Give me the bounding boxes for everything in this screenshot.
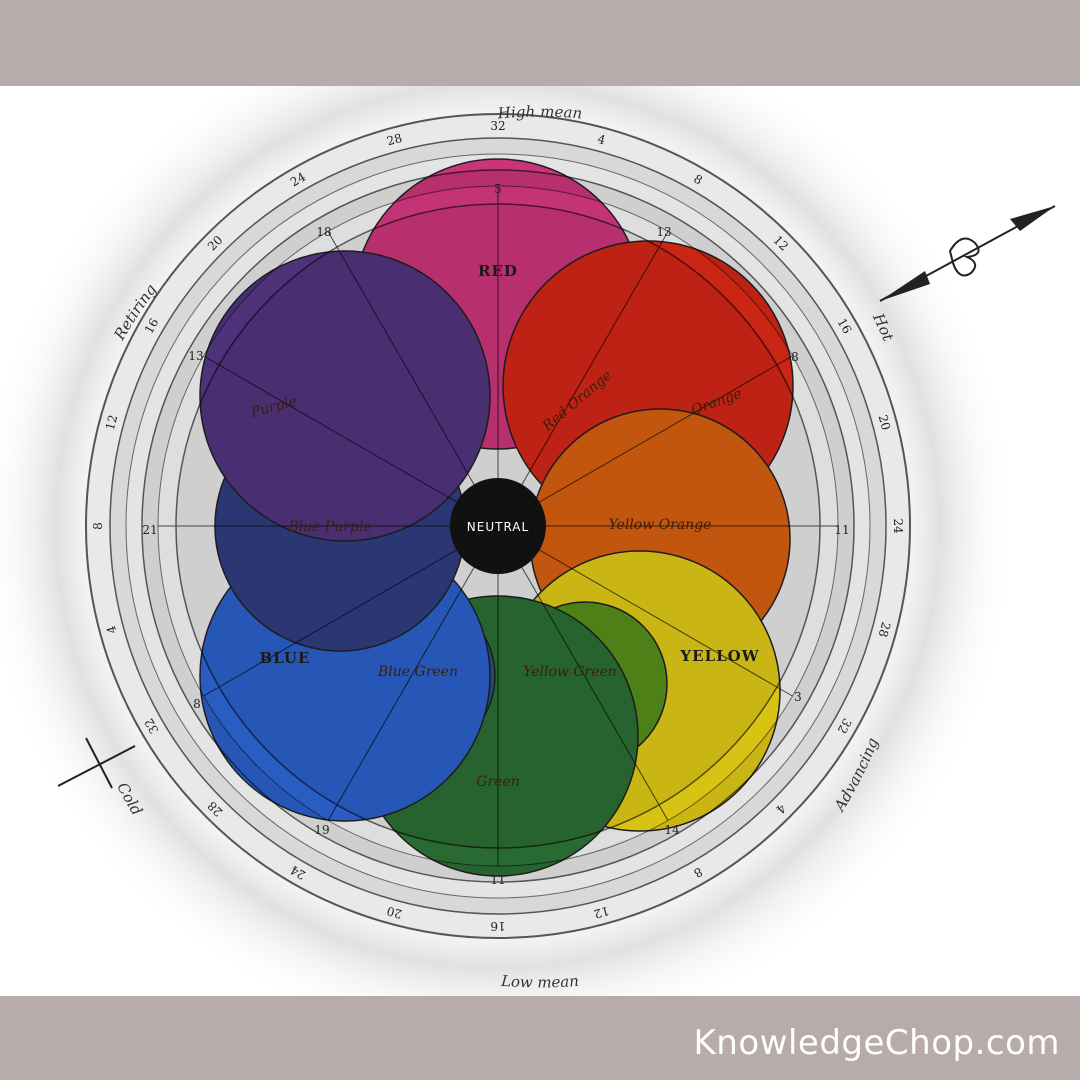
label-yellow-green: Yellow Green [523,664,617,680]
outer-number: 32 [490,119,505,133]
outer-number: 20 [876,413,893,431]
outer-number: 24 [891,518,905,534]
inner-num-top: 5 [494,182,502,196]
outer-number: 16 [490,919,505,933]
outer-number: 12 [592,904,610,921]
hue-circles [199,158,794,877]
inner-num-right-upper: 8 [791,350,799,364]
color-wheel-diagram: NEUTRAL RED Red Orange Orange Yellow Ora… [0,86,1080,996]
label-red: RED [478,262,518,280]
svg-text:Low mean: Low mean [500,972,580,992]
outer-number: 4 [104,624,120,635]
label-blue-purple: Blue Purple [287,519,371,535]
inner-numbers: 5 13 8 11 3 14 11 19 8 21 13 18 [142,182,849,887]
label-yellow-orange: Yellow Orange [609,517,712,533]
hot-arrow-icon [879,205,1056,302]
bottom-band [0,996,1080,1080]
outer-number: 32 [835,716,855,736]
neutral-center [450,478,546,574]
inner-num-bottom-left: 19 [314,823,329,837]
inner-num-top-left: 18 [316,225,331,239]
inner-num-bottom: 11 [490,873,505,887]
label-blue: BLUE [260,649,311,667]
ring-label-top: High mean [496,103,583,123]
inner-num-bottom-right: 14 [664,823,680,837]
cold-cross-icon [57,737,136,789]
inner-num-right-lower: 3 [794,690,802,704]
outer-number: 4 [596,132,607,148]
inner-num-right: 11 [834,523,849,537]
top-band [0,0,1080,86]
site-watermark: KnowledgeChop.com [693,1023,1060,1063]
outer-number: 20 [385,904,403,921]
outer-number: 16 [835,316,855,336]
label-blue-green: Blue Green [377,664,458,680]
label-yellow: YELLOW [679,647,759,665]
inner-num-left-lower: 8 [193,697,201,711]
outer-number: 12 [103,413,120,431]
neutral-label: NEUTRAL [467,520,529,534]
outer-number: 28 [385,131,403,148]
outer-number: 32 [142,716,162,736]
color-wheel-svg: NEUTRAL RED Red Orange Orange Yellow Ora… [0,86,1056,996]
circle-purple [199,250,491,542]
ring-label-bottom: Low mean [500,972,580,992]
label-green: Green [476,774,519,790]
outer-number: 16 [142,316,162,336]
inner-num-left-upper: 13 [188,349,203,363]
inner-num-left: 21 [142,523,157,537]
svg-text:High mean: High mean [496,103,583,123]
outer-number: 24 [288,170,309,190]
outer-number: 28 [876,620,893,638]
inner-num-top-right: 13 [656,225,671,239]
outer-number: 8 [91,522,105,530]
outer-number: 24 [288,862,309,882]
